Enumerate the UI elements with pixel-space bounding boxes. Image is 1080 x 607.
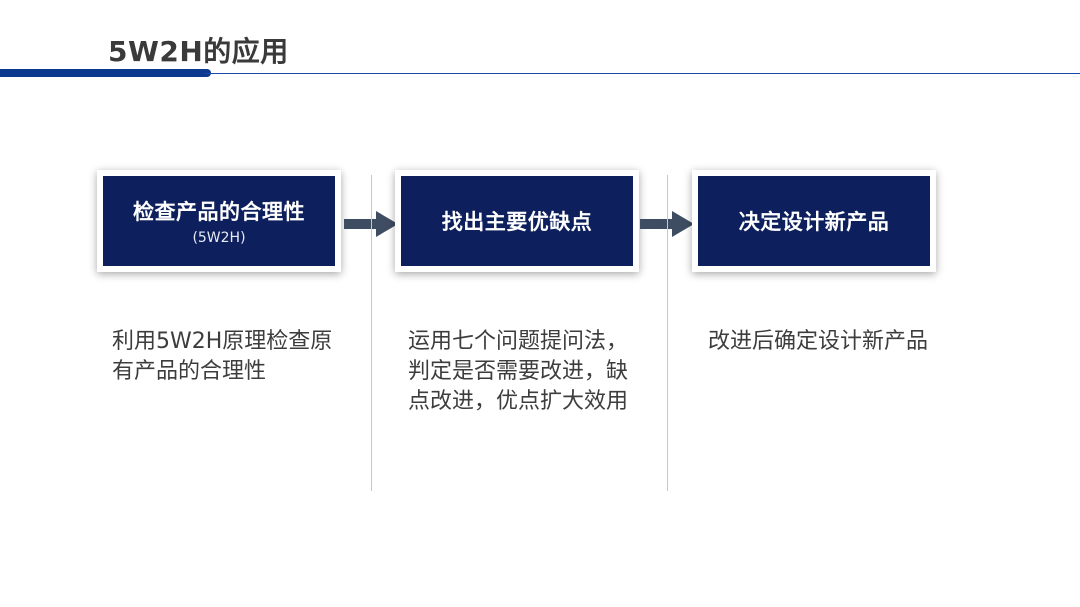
step-3-description: 改进后确定设计新产品 bbox=[708, 329, 929, 354]
title-accent-bar bbox=[0, 69, 211, 77]
step-3-box-inner: 决定设计新产品 bbox=[698, 176, 930, 266]
step-3-title: 决定设计新产品 bbox=[738, 210, 890, 234]
title-divider-line bbox=[205, 73, 1080, 74]
step-2-box-inner: 找出主要优缺点 bbox=[401, 176, 633, 266]
step-2-title: 找出主要优缺点 bbox=[441, 210, 593, 234]
step-3-box: 决定设计新产品 bbox=[692, 170, 936, 272]
step-2-description: 运用七个问题提问法，判定是否需要改进，缺点改进，优点扩大效用 bbox=[408, 329, 629, 414]
step-1-box-inner: 检查产品的合理性 (5W2H) bbox=[103, 176, 335, 266]
page-title: 5W2H的应用 bbox=[108, 35, 289, 68]
step-1-box: 检查产品的合理性 (5W2H) bbox=[97, 170, 341, 272]
column-divider bbox=[371, 175, 372, 491]
step-2-box: 找出主要优缺点 bbox=[395, 170, 639, 272]
step-1-title: 检查产品的合理性 bbox=[133, 200, 305, 224]
step-1-subtitle: (5W2H) bbox=[192, 230, 246, 246]
column-divider bbox=[667, 175, 668, 491]
step-1-description: 利用5W2H原理检查原有产品的合理性 bbox=[112, 329, 333, 384]
